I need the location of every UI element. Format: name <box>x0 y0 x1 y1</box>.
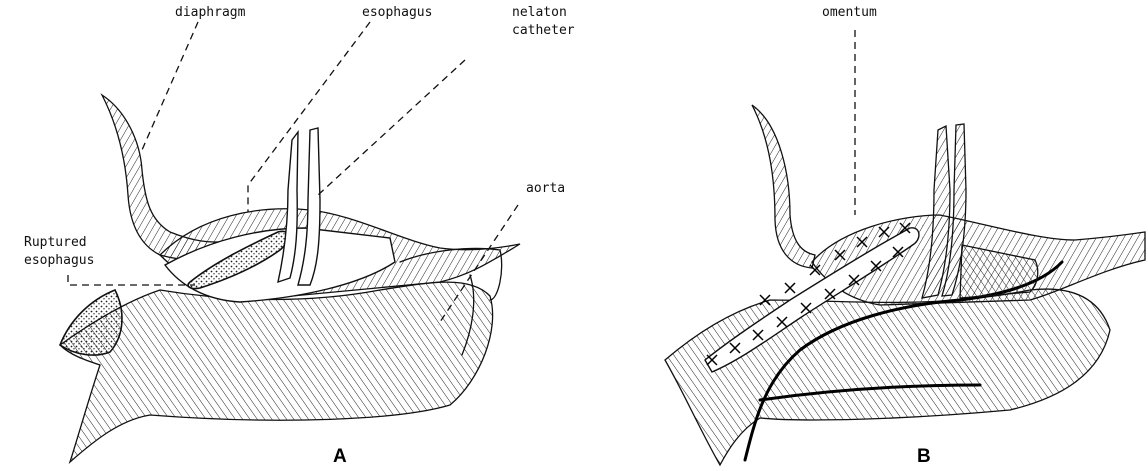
suture-cross <box>785 283 795 293</box>
label-aorta: aorta <box>526 180 565 197</box>
stippled-tissue <box>60 290 122 355</box>
panel-a-letter: A <box>333 446 347 468</box>
label-ruptured: Ruptured <box>24 234 87 251</box>
leader-diaphragm <box>142 22 198 150</box>
label-catheter: catheter <box>512 22 575 39</box>
label-esophagus: esophagus <box>362 4 432 21</box>
panel-b-drawing <box>665 30 1145 465</box>
panel-b-letter: B <box>917 446 931 468</box>
label-nelaton: nelaton <box>512 4 567 21</box>
tissue-mass <box>60 282 493 462</box>
leader-catheter <box>318 60 465 195</box>
label-omentum: omentum <box>822 4 877 21</box>
diaphragm-b-shape <box>752 105 815 268</box>
label-esophagus-ruptured: esophagus <box>24 252 94 269</box>
tissue-b-mass <box>665 289 1110 465</box>
panel-a-drawing <box>60 22 520 462</box>
label-diaphragm: diaphragm <box>175 4 245 21</box>
